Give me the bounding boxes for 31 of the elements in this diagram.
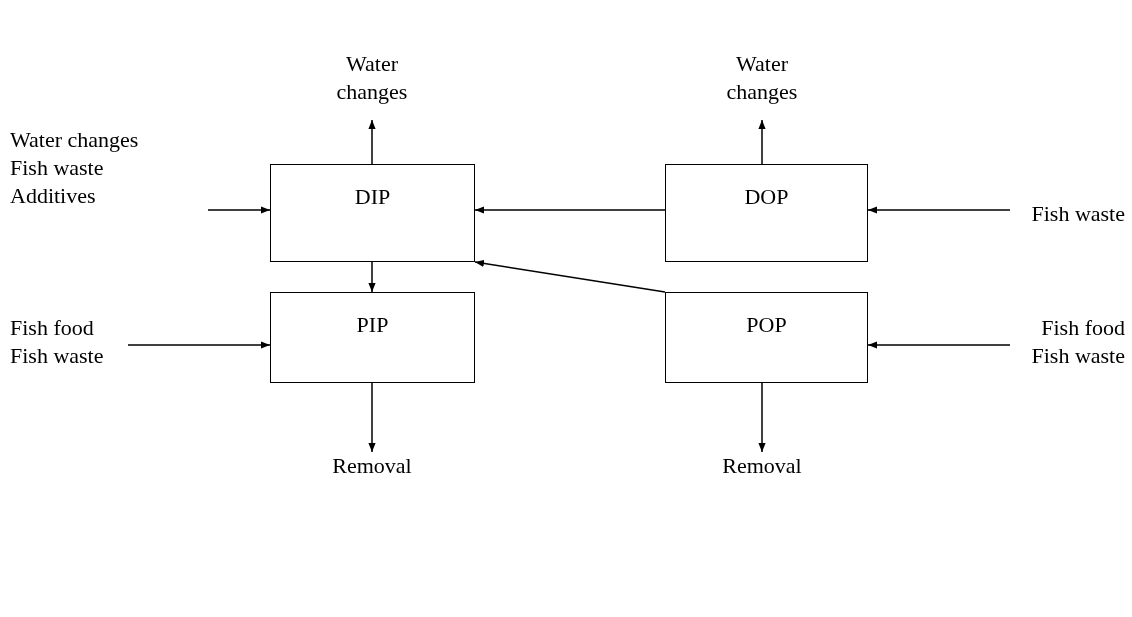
flow-label: Water changes (725, 50, 799, 106)
arrow (207, 206, 271, 214)
arrow (867, 341, 1011, 349)
arrow (758, 382, 766, 453)
flow-label: Water changes (10, 126, 140, 154)
process-box (270, 164, 475, 262)
flow-label: Fish waste (10, 154, 105, 182)
arrow (474, 259, 666, 293)
box-label: DIP (353, 183, 392, 211)
arrow (368, 382, 376, 453)
flow-label: Removal (721, 452, 803, 480)
process-box (665, 292, 868, 383)
arrow (867, 206, 1011, 214)
process-box (665, 164, 868, 262)
flow-label: Fish food (1040, 314, 1125, 342)
flow-label: Fish waste (10, 342, 105, 370)
flow-label: Additives (10, 182, 97, 210)
flow-label: Removal (331, 452, 413, 480)
arrow (758, 119, 766, 165)
arrow (474, 206, 666, 214)
arrow (127, 341, 271, 349)
box-label: PIP (355, 311, 390, 339)
flow-label: Water changes (335, 50, 409, 106)
arrow (368, 119, 376, 165)
flow-label: Fish waste (1030, 200, 1125, 228)
process-box (270, 292, 475, 383)
arrow (368, 261, 376, 293)
box-label: POP (745, 311, 788, 339)
flow-label: Fish food (10, 314, 95, 342)
box-label: DOP (743, 183, 790, 211)
flow-label: Fish waste (1030, 342, 1125, 370)
